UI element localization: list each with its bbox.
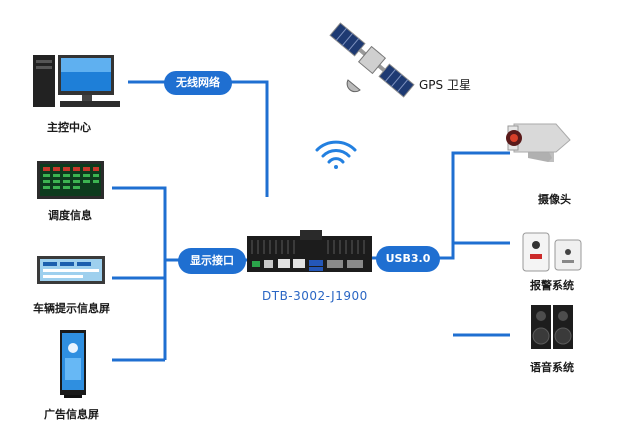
device-model-label: DTB-3002-J1900 (262, 289, 368, 303)
wireless-network-pill: 无线网络 (164, 71, 232, 95)
wireless-line (128, 80, 269, 197)
camera-label: 摄像头 (538, 193, 571, 206)
vehicle-display-label: 车辆提示信息屏 (33, 302, 110, 315)
dispatch-info-label: 调度信息 (48, 209, 92, 222)
wifi-icon (315, 140, 357, 169)
control-center-pc-icon (33, 55, 120, 107)
voice-system-label: 语音系统 (530, 361, 574, 374)
usb-bus-line (370, 151, 510, 337)
device-box-icon (247, 230, 372, 272)
display-bus-line (112, 186, 250, 362)
camera-icon (506, 123, 571, 162)
speaker-icon (531, 305, 573, 349)
gps-satellite-label: GPS 卫星 (419, 78, 471, 92)
ad-display-label: 广告信息屏 (44, 408, 99, 421)
ad-kiosk-icon (60, 330, 86, 398)
control-center-label: 主控中心 (47, 121, 91, 134)
alarm-system-icon (522, 232, 582, 272)
connector-lines (112, 80, 510, 362)
usb-pill: USB3.0 (376, 246, 440, 272)
display-port-pill: 显示接口 (178, 248, 246, 274)
gps-satellite-icon (329, 22, 415, 98)
vehicle-display-icon (37, 256, 105, 284)
dispatch-screen-icon (37, 161, 104, 199)
alarm-system-label: 报警系统 (530, 279, 574, 292)
